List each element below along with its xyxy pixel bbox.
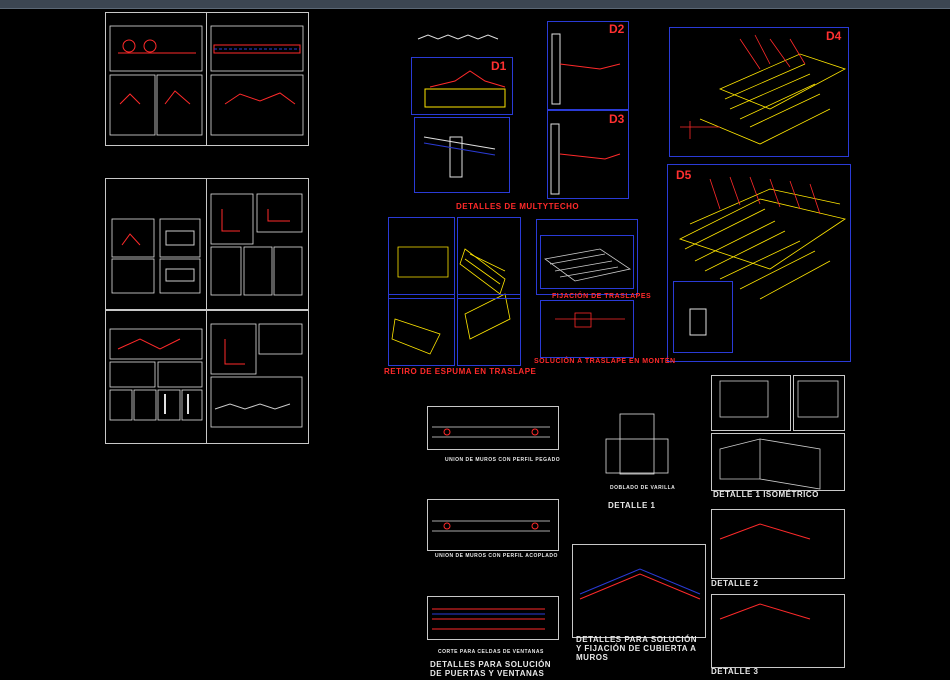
panel-cubierta — [572, 544, 706, 638]
title-cubierta-muros: DETALLES PARA SOLUCIÓN Y FIJACIÓN DE CUB… — [576, 635, 698, 662]
title-detalle-1: DETALLE 1 — [608, 501, 656, 510]
panel-detalle-iso-b — [793, 375, 845, 431]
caption-union-pegado: UNION DE MUROS CON PERFIL PEGADO — [445, 457, 561, 463]
caption-union-acoplado: UNION DE MUROS CON PERFIL ACOPLADO — [435, 553, 558, 559]
panel-d5-inset — [673, 281, 733, 353]
left-sheet-drawings — [109, 25, 621, 428]
tag-d4: D4 — [826, 29, 842, 43]
caption-celdas: CORTE PARA CELDAS DE VENTANAS — [438, 649, 544, 655]
tag-d1: D1 — [491, 59, 507, 73]
panel-espuma-1 — [388, 217, 455, 299]
panel-union-perfil-pegado — [427, 406, 559, 450]
panel-d2 — [547, 21, 629, 110]
cad-drawing-area[interactable]: D1 D2 D3 D4 D5 — [0, 9, 950, 680]
title-detalle-3: DETALLE 3 — [711, 667, 759, 676]
sheet-top-right — [206, 12, 309, 146]
title-solucion-traslape: SOLUCIÓN A TRASLAPE EN MONTÉN — [534, 358, 676, 365]
panel-d4 — [669, 27, 849, 157]
caption-doblado: DOBLADO DE VARILLA — [610, 485, 676, 491]
isometric-drawings — [391, 34, 847, 630]
tag-d5: D5 — [676, 168, 692, 182]
panel-espuma-3 — [388, 294, 455, 366]
panel-fijacion — [536, 219, 638, 295]
panel-espuma-2 — [457, 217, 521, 299]
tag-d2: D2 — [609, 22, 625, 36]
tag-d3: D3 — [609, 112, 625, 126]
panel-fijacion-inner — [540, 235, 634, 289]
panel-solucion — [540, 300, 634, 358]
panel-d3 — [547, 110, 629, 199]
title-puertas-ventanas: DETALLES PARA SOLUCIÓN DE PUERTAS Y VENT… — [430, 660, 552, 678]
title-bar — [0, 0, 950, 9]
title-detalle-1-iso: DETALLE 1 ISOMÉTRICO — [713, 490, 819, 499]
panel-d5 — [667, 164, 851, 362]
panel-detalle-iso-a — [711, 375, 791, 431]
panel-d1 — [411, 57, 513, 115]
title-retiro-espuma: RETIRO DE ESPUMA EN TRASLAPE — [384, 367, 537, 376]
panel-d1b — [414, 117, 510, 193]
panel-detalle-3 — [711, 594, 845, 668]
title-fijacion-traslapes: FIJACIÓN DE TRASLAPES — [552, 293, 652, 300]
panel-espuma-4 — [457, 294, 521, 366]
panel-union-perfil-acoplado — [427, 499, 559, 551]
sheet-mid-right — [206, 178, 309, 310]
title-multytecho: DETALLES DE MULTYTECHO — [456, 202, 580, 211]
panel-detalle-iso-c — [711, 433, 845, 491]
panel-celdas-ventanas — [427, 596, 559, 640]
panel-detalle-2 — [711, 509, 845, 579]
title-detalle-2: DETALLE 2 — [711, 579, 759, 588]
sheet-bot-right — [206, 310, 309, 444]
